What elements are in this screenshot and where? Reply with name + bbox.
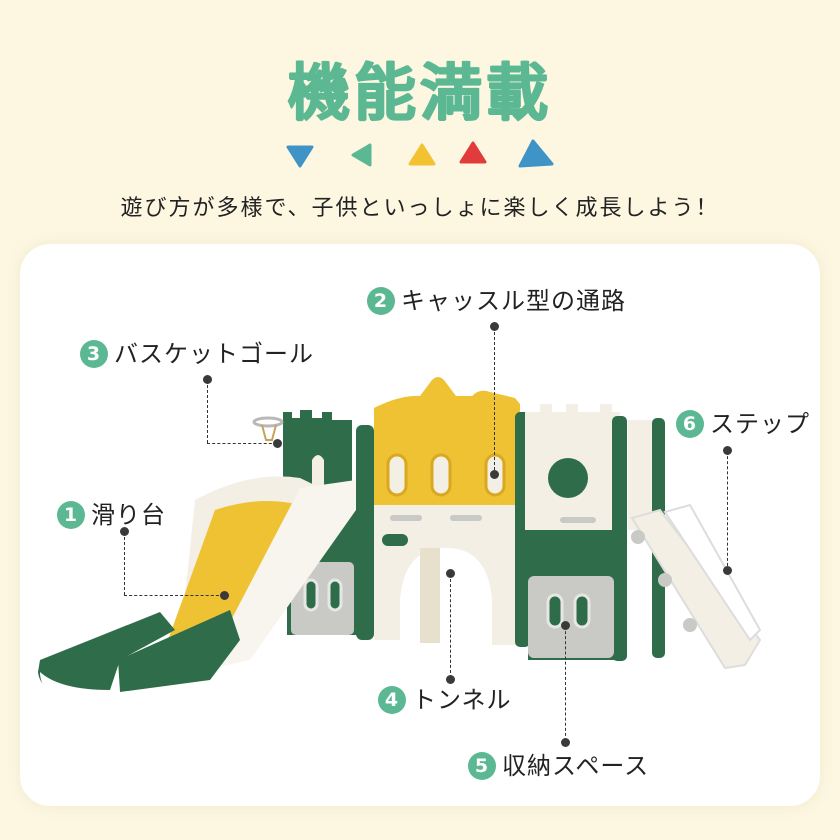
feature-number-badge: 5	[468, 752, 496, 780]
callout-5-line	[565, 626, 566, 741]
callout-4-anchor	[446, 675, 455, 684]
feature-label: 滑り台	[91, 501, 166, 529]
callout-1-line	[124, 595, 224, 596]
feature-label: 収納スペース	[502, 752, 650, 780]
callout-5-target	[561, 621, 570, 630]
callout-3-target	[273, 439, 282, 448]
feature-label: バスケットゴール	[114, 340, 314, 368]
callout-2-target	[490, 470, 499, 479]
feature-number-badge: 4	[378, 686, 406, 714]
callout-1-anchor	[120, 527, 129, 536]
feature-label: トンネル	[412, 686, 512, 714]
feature-label: キャッスル型の通路	[401, 287, 626, 315]
triangle-red-up-icon	[459, 141, 487, 164]
callout-6-anchor	[723, 446, 732, 455]
feature-number-badge: 2	[367, 287, 395, 315]
callout-3-anchor	[203, 375, 212, 384]
callout-6-line	[727, 451, 728, 571]
feature-callout-steps: 6 ステップ	[676, 407, 810, 441]
triangle-blue-up-icon	[518, 139, 554, 168]
page-title: 機能満載	[287, 56, 552, 129]
callout-5-anchor	[561, 738, 570, 747]
feature-callout-tunnel: 4 トンネル	[378, 683, 512, 717]
callout-1-line	[124, 532, 125, 595]
callout-6-target	[723, 566, 732, 575]
callout-3-line	[207, 443, 277, 444]
callout-2-anchor	[490, 322, 499, 331]
decorative-triangles	[0, 138, 840, 174]
feature-callout-castle-passage: 2 キャッスル型の通路	[367, 284, 626, 318]
callout-1-target	[220, 591, 229, 600]
feature-number-badge: 3	[80, 340, 108, 368]
triangle-yellow-up-icon	[408, 143, 436, 166]
subtitle: 遊び方が多様で、子供といっしょに楽しく成長しよう！	[120, 196, 720, 221]
feature-callout-basketball-goal: 3 バスケットゴール	[80, 337, 314, 371]
callout-4-target	[446, 569, 455, 578]
feature-number-badge: 1	[57, 501, 85, 529]
callout-4-line	[450, 574, 451, 678]
feature-callout-storage: 5 収納スペース	[468, 749, 649, 783]
triangle-blue-down-icon	[286, 145, 314, 168]
callout-3-line	[207, 380, 208, 443]
triangle-green-left-icon	[351, 143, 372, 167]
callout-2-line	[494, 327, 495, 475]
feature-callout-slide: 1 滑り台	[57, 498, 166, 532]
feature-label: ステップ	[710, 410, 810, 438]
feature-number-badge: 6	[676, 410, 704, 438]
